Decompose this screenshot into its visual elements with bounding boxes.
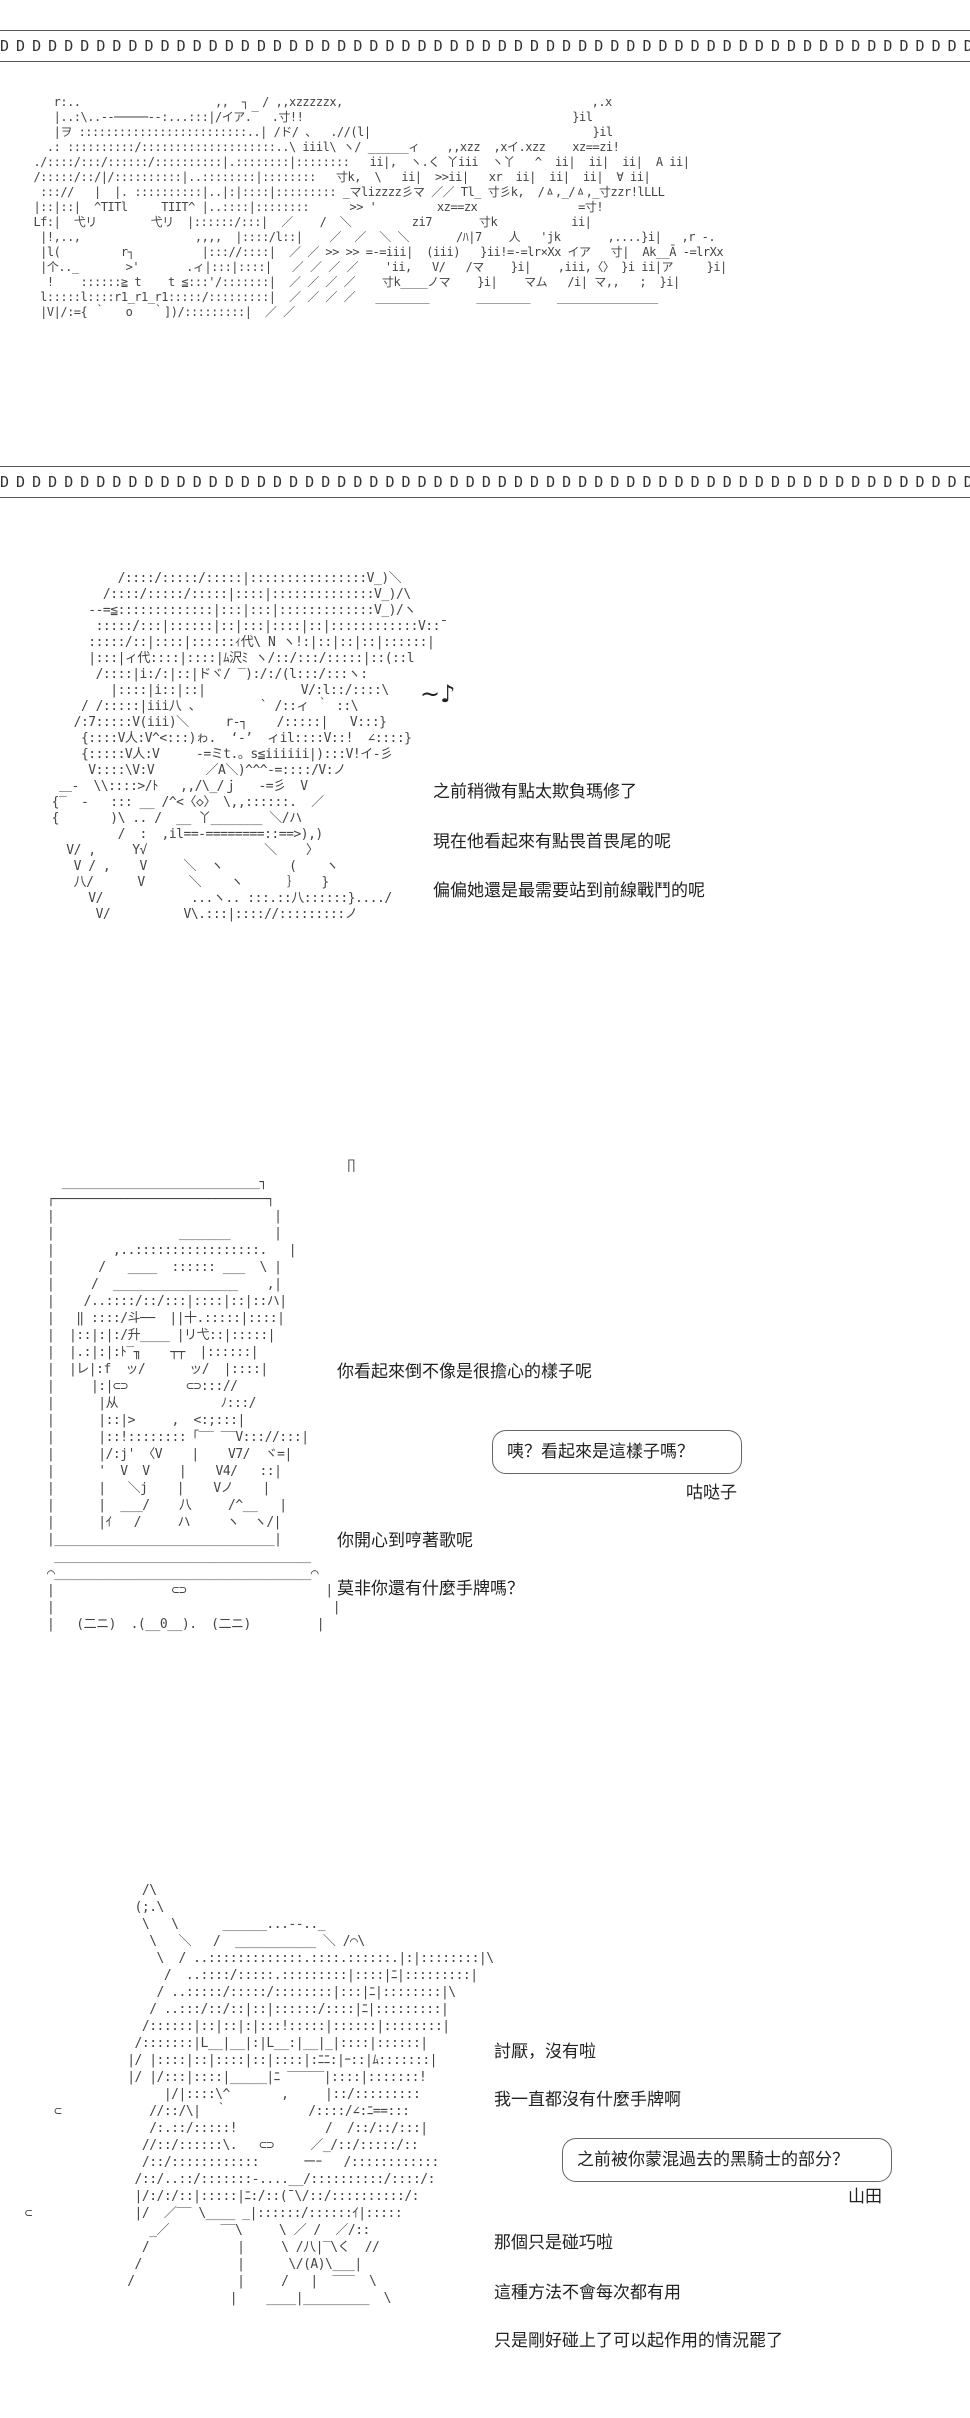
panel2-bubble-text: 咦？看起來是這樣子嗎？ [507,1442,694,1462]
panel3-line-2: 我一直都沒有什麼手牌啊 [494,2090,681,2110]
panel3-line-5: 只是剛好碰上了可以起作用的情況罷了 [494,2331,783,2351]
panel3-line-1: 討厭，沒有啦 [494,2042,596,2062]
panel2-character-art: ∏ ___________________________┐ ┌────────… [46,1158,355,1632]
title-ascii-art: r:.. ,, ┐ / ,,xzzzzzx, ,.x |..:\..--────… [33,95,727,319]
panel1-music-note: ~♪ [420,680,456,708]
panel3-bubble-text: 之前被你蒙混過去的黑騎士的部分？ [577,2150,849,2170]
panel1-line-2: 現在他看起來有點畏首畏尾的呢 [433,832,671,852]
panel2-bubble-speaker: 咕哒子 [686,1483,737,1503]
panel3-bubble-speaker: 山田 [848,2187,882,2207]
panel3-character-art: /\ (;.\ \ \ ______...--.._ \ ＼ / _______… [24,1883,494,2306]
panel2-line-1: 你看起來倒不像是很擔心的樣子呢 [337,1362,592,1382]
panel2-speech-bubble: 咦？看起來是這樣子嗎？ [492,1430,742,1474]
panel1-character-art: /::::/:::::/:::::|::::::::::::::::V_)＼ /… [51,571,448,922]
header-border-bottom: D D D D D D D D D D D D D D D D D D D D … [0,466,970,498]
panel1-line-3: 偏偏她還是最需要站到前線戰鬥的呢 [433,881,705,901]
panel3-line-4: 這種方法不會每次都有用 [494,2283,681,2303]
panel3-speech-bubble: 之前被你蒙混過去的黑騎士的部分？ [562,2138,892,2182]
panel2-line-3: 莫非你還有什麼手牌嗎？ [337,1579,524,1599]
panel1-line-1: 之前稍微有點太欺負瑪修了 [433,782,637,802]
header-border-top: D D D D D D D D D D D D D D D D D D D D … [0,30,970,62]
panel3-line-3: 那個只是碰巧啦 [494,2233,613,2253]
panel2-line-2: 你開心到哼著歌呢 [337,1531,473,1551]
